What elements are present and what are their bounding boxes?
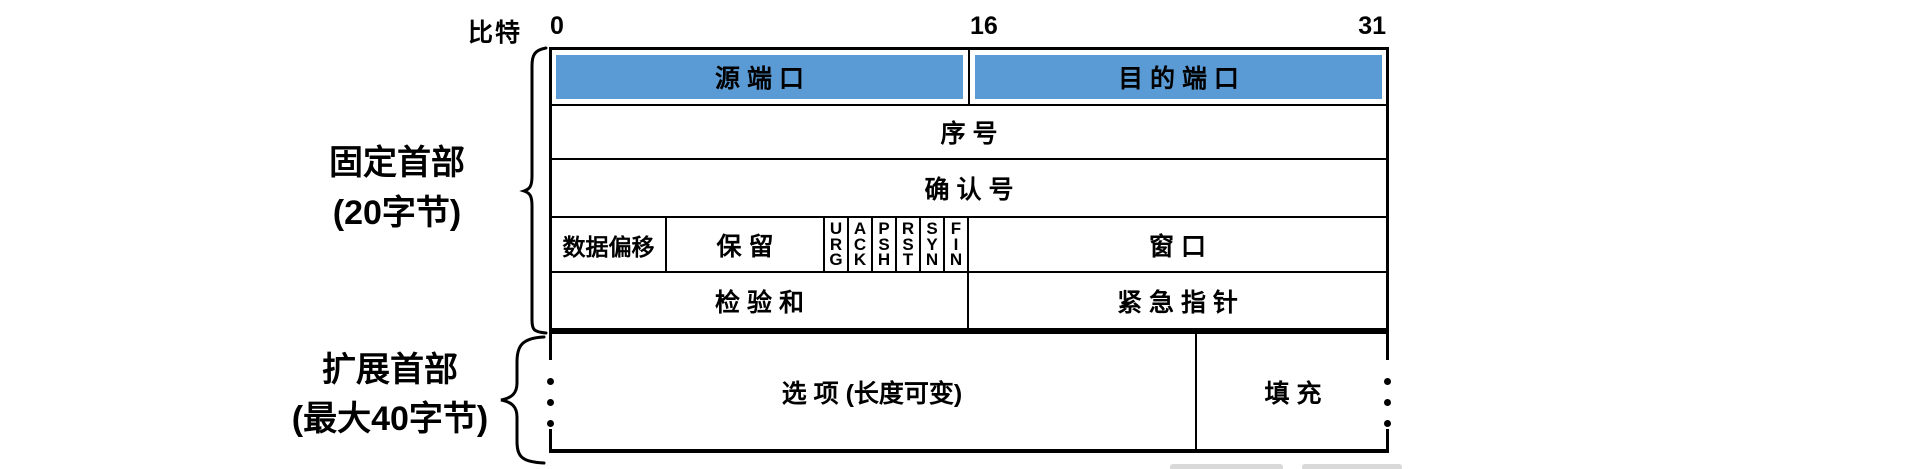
flag-urg-cell: U R G	[825, 218, 849, 271]
row-checksum: 检 验 和 紧 急 指 针	[552, 273, 1386, 328]
data-offset-cell: 数据偏移	[552, 218, 667, 271]
cropped-bottom-strip	[1302, 464, 1402, 469]
ack-number-cell: 确 认 号	[552, 160, 1386, 218]
ellipsis-dot	[547, 378, 554, 385]
bit-tick-16: 16	[970, 12, 998, 40]
bit-tick-31: 31	[1358, 12, 1386, 40]
cropped-bottom-strip	[1170, 464, 1283, 469]
sequence-number-cell: 序 号	[552, 106, 1386, 160]
flag-psh-cell: P S H	[873, 218, 897, 271]
bits-axis-label: 比特	[468, 19, 523, 47]
ellipsis-dot	[1384, 378, 1391, 385]
ellipsis-dot	[1384, 420, 1391, 427]
reserved-cell: 保 留	[667, 218, 825, 271]
bit-tick-0: 0	[550, 12, 564, 40]
right-border-stub-top	[1386, 334, 1389, 360]
ellipsis-dot	[1384, 399, 1391, 406]
ellipsis-dot	[547, 399, 554, 406]
options-cell: 选 项 (长度可变)	[549, 334, 1197, 449]
flag-fin-cell: F I N	[945, 218, 969, 271]
fixed-header-label-line2: (20字节)	[332, 194, 462, 232]
bit16-divider	[968, 50, 970, 104]
extended-header-label: 扩展首部 (最大40字节)	[240, 346, 540, 444]
source-port-cell: 源 端 口	[556, 55, 963, 99]
fixed-header-label: 固定首部 (20字节)	[252, 138, 542, 238]
tcp-fixed-header-table: 源 端 口 目 的 端 口 序 号 确 认 号 数据偏移 保 留 U R G A…	[549, 47, 1389, 331]
window-cell: 窗 口	[1149, 232, 1206, 261]
padding-cell: 填 充	[1264, 379, 1322, 408]
left-border-stub-bottom	[549, 429, 552, 449]
extended-header-label-line2: (最大40字节)	[291, 400, 489, 438]
row-ports: 源 端 口 目 的 端 口	[552, 50, 1386, 106]
tcp-options-box: 选 项 (长度可变) 填 充	[547, 331, 1391, 453]
flag-ack-cell: A C K	[849, 218, 873, 271]
flag-syn-cell: S Y N	[921, 218, 945, 271]
flag-rst-cell: R S T	[897, 218, 921, 271]
urgent-pointer-cell: 紧 急 指 针	[1117, 288, 1238, 317]
dest-port-cell: 目 的 端 口	[975, 55, 1382, 99]
right-border-stub-bottom	[1386, 429, 1389, 449]
fixed-header-label-line1: 固定首部	[329, 144, 465, 182]
extended-header-label-line1: 扩展首部	[322, 351, 458, 389]
left-border-stub-top	[549, 334, 552, 360]
checksum-cell: 检 验 和	[552, 273, 969, 328]
ellipsis-dot	[547, 420, 554, 427]
row-flags: 数据偏移 保 留 U R G A C K P S H R S T S Y N F…	[552, 218, 1386, 273]
